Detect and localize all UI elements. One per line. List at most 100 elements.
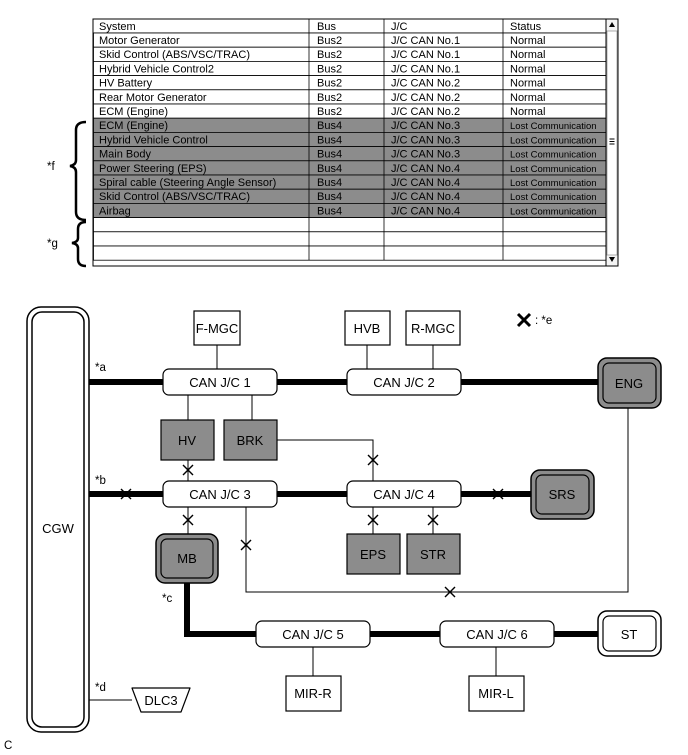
mirl-node[interactable]: MIR-L	[468, 675, 525, 712]
bracket-f: *f	[47, 120, 87, 222]
cross-mark-icon	[240, 539, 252, 551]
table-row-empty[interactable]	[93, 245, 607, 261]
eps-label: EPS	[360, 547, 386, 562]
table-cell-jc: J/C CAN No.1	[391, 35, 460, 47]
table-cell-status: Lost Communication	[510, 178, 597, 189]
cgw-label: CGW	[42, 521, 75, 536]
table-row-empty[interactable]	[93, 231, 607, 247]
jc1-node[interactable]: CAN J/C 1	[162, 368, 278, 396]
table-column-dividers	[308, 19, 504, 261]
mirr-label: MIR-R	[294, 686, 332, 701]
table-row[interactable]: Spiral cable (Steering Angle Sensor)Bus4…	[93, 174, 607, 190]
table-row-empty[interactable]	[93, 217, 607, 233]
jc6-label: CAN J/C 6	[466, 627, 527, 642]
jc2-node[interactable]: CAN J/C 2	[346, 368, 462, 396]
jc1-label: CAN J/C 1	[189, 375, 250, 390]
header-system: System	[99, 21, 136, 33]
cross-mark-icon	[182, 514, 194, 526]
rmgc-label: R-MGC	[411, 321, 455, 336]
table-cell-bus: Bus2	[317, 63, 342, 75]
cross-mark-icon	[367, 514, 379, 526]
table-cell-system: Motor Generator	[99, 35, 180, 47]
hvb-node[interactable]: HVB	[344, 310, 391, 346]
eng-node[interactable]: ENG	[597, 357, 662, 409]
mb-label: MB	[177, 551, 197, 566]
mb-node[interactable]: MB	[155, 533, 219, 584]
st-label: ST	[621, 627, 638, 642]
srs-node[interactable]: SRS	[530, 469, 595, 520]
callout-a: *a	[95, 362, 106, 374]
table-cell-bus: Bus2	[317, 35, 342, 47]
callout-f: *f	[47, 161, 55, 173]
table-cell-status: Normal	[510, 106, 545, 118]
table-cell-status: Normal	[510, 63, 545, 75]
fmgc-label: F-MGC	[196, 321, 239, 336]
jc3-node[interactable]: CAN J/C 3	[162, 480, 278, 508]
table-row-background	[93, 245, 607, 261]
table-cell-bus: Bus4	[317, 120, 342, 132]
cross-mark-icon	[427, 514, 439, 526]
table-cell-jc: J/C CAN No.4	[391, 191, 460, 203]
st-node[interactable]: ST	[597, 610, 662, 657]
table-cell-bus: Bus2	[317, 78, 342, 90]
table-cell-status: Normal	[510, 92, 545, 104]
table-cell-bus: Bus4	[317, 149, 342, 161]
table-scrollbar[interactable]	[605, 18, 619, 267]
hv-label: HV	[178, 433, 196, 448]
brk-node[interactable]: BRK	[223, 419, 278, 461]
table-cell-bus: Bus4	[317, 134, 342, 146]
scrollbar-thumb[interactable]	[606, 30, 618, 256]
cgw-node[interactable]: CGW	[26, 306, 90, 733]
triangle-down-icon[interactable]	[609, 257, 615, 262]
table-cell-jc: J/C CAN No.2	[391, 78, 460, 90]
hv-node[interactable]: HV	[160, 419, 215, 461]
table-cell-status: Normal	[510, 49, 545, 61]
table-cell-bus: Bus4	[317, 177, 342, 189]
table-cell-system: Airbag	[99, 205, 131, 217]
rmgc-node[interactable]: R-MGC	[405, 310, 461, 346]
str-node[interactable]: STR	[406, 533, 461, 575]
lost-communication-marks	[120, 454, 504, 598]
table-cell-status: Normal	[510, 78, 545, 90]
dlc3-node[interactable]: DLC3	[131, 687, 191, 713]
mirr-node[interactable]: MIR-R	[285, 675, 342, 712]
jc5-node[interactable]: CAN J/C 5	[255, 620, 371, 648]
cross-mark-icon	[444, 586, 456, 598]
table-cell-jc: J/C CAN No.2	[391, 106, 460, 118]
table-cell-bus: Bus4	[317, 205, 342, 217]
header-jc: J/C	[391, 21, 408, 33]
table-cell-status: Lost Communication	[510, 135, 597, 146]
eng-label: ENG	[615, 376, 643, 391]
table-cell-jc: J/C CAN No.1	[391, 49, 460, 61]
jc4-node[interactable]: CAN J/C 4	[346, 480, 462, 508]
table-cell-status: Lost Communication	[510, 192, 597, 203]
hvb-label: HVB	[354, 321, 381, 336]
triangle-up-icon[interactable]	[609, 22, 615, 27]
eps-node[interactable]: EPS	[346, 533, 401, 575]
table-cell-bus: Bus4	[317, 191, 342, 203]
jc6-node[interactable]: CAN J/C 6	[439, 620, 555, 648]
table-cell-jc: J/C CAN No.2	[391, 92, 460, 104]
jc2-label: CAN J/C 2	[373, 375, 434, 390]
table-cell-status: Lost Communication	[510, 206, 597, 217]
table-cell-system: Rear Motor Generator	[99, 92, 207, 104]
cross-mark-icon	[182, 464, 194, 476]
header-status: Status	[510, 21, 542, 33]
grip-lines-icon	[609, 138, 615, 145]
table-cell-system: Skid Control (ABS/VSC/TRAC)	[99, 49, 250, 61]
srs-label: SRS	[549, 487, 576, 502]
fmgc-node[interactable]: F-MGC	[193, 310, 241, 346]
